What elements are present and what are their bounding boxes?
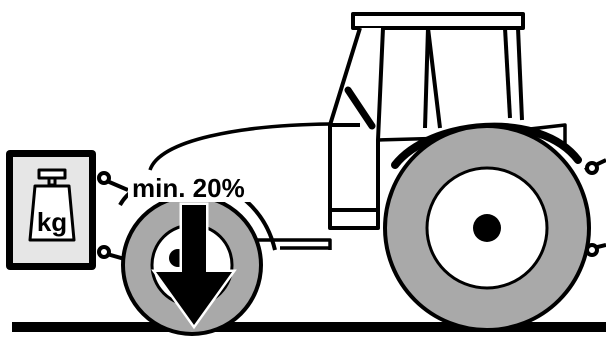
rear-wheel xyxy=(385,126,589,330)
weight-unit-label: kg xyxy=(37,207,67,237)
min-ballast-label: min. 20% xyxy=(132,173,245,203)
